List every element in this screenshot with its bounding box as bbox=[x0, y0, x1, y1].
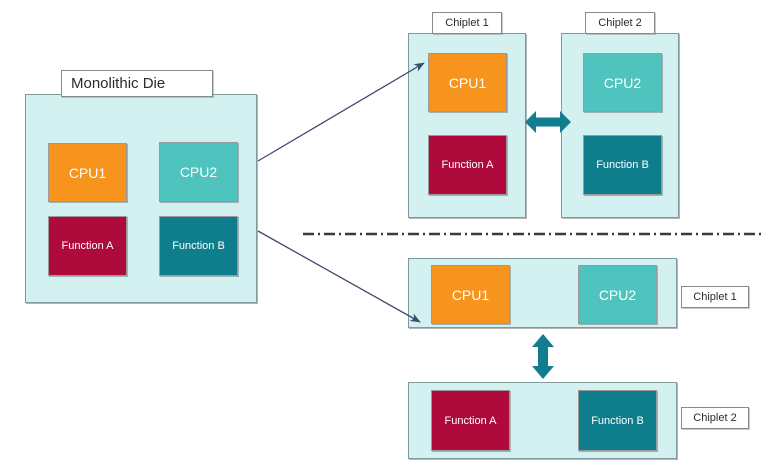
top-chiplet2-block-cpu2-label: CPU2 bbox=[603, 74, 642, 91]
top-chiplet1-block-cpu1: CPU1 bbox=[428, 53, 507, 112]
bottom-chiplet2-caption-label: Chiplet 2 bbox=[693, 412, 737, 424]
bottom-chiplet1-caption: Chiplet 1 bbox=[681, 286, 749, 308]
monolithic-block-cpu1: CPU1 bbox=[48, 143, 127, 202]
monolithic-die-caption-label: Monolithic Die bbox=[71, 75, 166, 92]
monolithic-block-cpu2-label: CPU2 bbox=[179, 164, 218, 180]
top-chiplet2-caption-label: Chiplet 2 bbox=[598, 17, 642, 29]
monolithic-block-cpu1-label: CPU1 bbox=[68, 164, 107, 181]
vertical-double-arrow-icon bbox=[532, 334, 554, 379]
top-chiplet1-caption: Chiplet 1 bbox=[432, 12, 502, 34]
top-chiplet2-block-function-b-label: Function B bbox=[596, 159, 649, 171]
split-arrow-to-bottom-option bbox=[257, 230, 421, 323]
top-chiplet2-caption: Chiplet 2 bbox=[585, 12, 655, 34]
bottom-chiplet1-block-cpu1: CPU1 bbox=[431, 265, 510, 324]
bottom-chiplet2-block-function-a: Function A bbox=[431, 390, 510, 451]
monolithic-die-caption: Monolithic Die bbox=[61, 70, 213, 97]
monolithic-block-function-a-label: Function A bbox=[61, 240, 114, 252]
top-chiplet1-block-function-a: Function A bbox=[428, 135, 507, 195]
monolithic-block-cpu2: CPU2 bbox=[159, 142, 238, 202]
bottom-chiplet2-block-function-b: Function B bbox=[578, 390, 657, 451]
bottom-chiplet2-block-function-b-label: Function B bbox=[591, 414, 644, 427]
top-chiplet2-block-cpu2: CPU2 bbox=[583, 53, 662, 112]
monolithic-block-function-a: Function A bbox=[48, 216, 127, 276]
monolithic-block-function-b-label: Function B bbox=[172, 240, 225, 252]
bottom-chiplet1-block-cpu2: CPU2 bbox=[578, 265, 657, 324]
monolithic-block-function-b: Function B bbox=[159, 216, 238, 276]
top-chiplet1-block-cpu1-label: CPU1 bbox=[448, 74, 487, 91]
bottom-chiplet1-block-cpu2-label: CPU2 bbox=[598, 286, 637, 303]
top-chiplet2-block-function-b: Function B bbox=[583, 135, 662, 195]
bottom-chiplet1-block-cpu1-label: CPU1 bbox=[451, 286, 490, 303]
bottom-chiplet2-caption: Chiplet 2 bbox=[681, 407, 749, 429]
top-chiplet1-caption-label: Chiplet 1 bbox=[445, 17, 489, 29]
bottom-chiplet1-caption-label: Chiplet 1 bbox=[693, 291, 737, 303]
top-chiplet1-block-function-a-label: Function A bbox=[441, 159, 494, 171]
split-arrow-to-top-option bbox=[257, 62, 425, 162]
bottom-chiplet2-block-function-a-label: Function A bbox=[444, 414, 497, 427]
